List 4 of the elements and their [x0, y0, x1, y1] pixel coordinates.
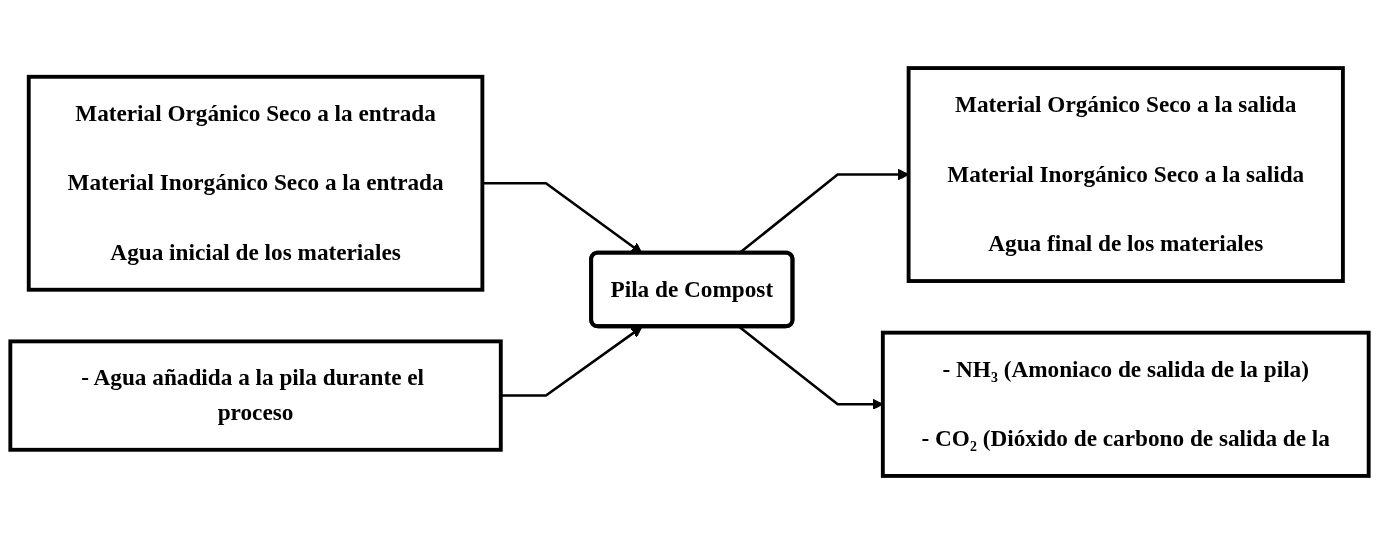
node-box: Material Orgánico Seco a la entrada Material Inorgánico Seco a la entrada Agua inicial de los materiales — [26, 74, 485, 292]
node-box: Material Orgánico Seco a la salida Material Inorgánico Seco a la salida Agua final de los materiales — [906, 66, 1345, 283]
node-box: - NH₃ (Amoniaco de salida de la pila) - CO₂ (Dióxido de carbono de salida de la — [880, 330, 1371, 478]
node-box: - Agua añadida a la pila durante el proceso — [8, 339, 503, 452]
